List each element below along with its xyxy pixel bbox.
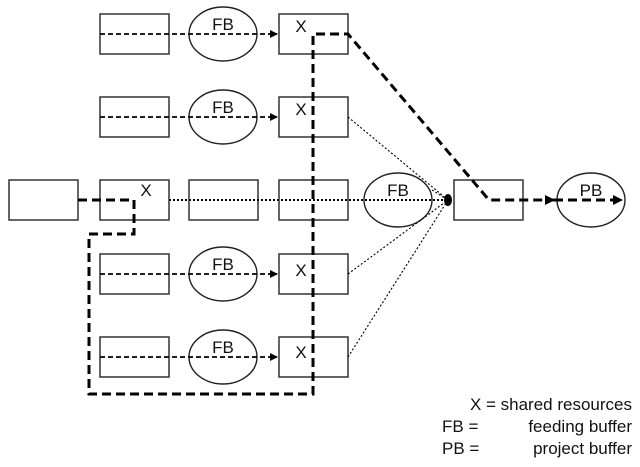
fb-label-r4: FB: [212, 255, 234, 274]
x-label-main: X: [140, 181, 151, 200]
shared-resource-box-r2: [278, 96, 349, 138]
legend-pb-key: PB =: [442, 439, 480, 458]
legend-feeding-buffer: FB = feeding buffer: [442, 416, 632, 438]
fb-label-r5: FB: [212, 338, 234, 357]
fb-label-r2: FB: [212, 98, 234, 117]
legend-fb-key: FB =: [442, 417, 479, 436]
x-label-r4: X: [295, 261, 306, 280]
shared-resource-box-r5: [278, 336, 349, 378]
dotted-link-r4: [347, 199, 449, 275]
x-label-r5: X: [295, 343, 306, 362]
critical-chain-path: [78, 32, 555, 396]
legend-project-buffer: PB = project buffer: [442, 438, 632, 460]
legend: X = shared resources FB = feeding buffer…: [442, 394, 632, 460]
task-box-main-c: [188, 179, 259, 221]
dotted-link-r2: [347, 116, 449, 201]
legend-fb-value: feeding buffer: [528, 417, 632, 436]
legend-pb-value: project buffer: [533, 439, 632, 458]
fb-label-main: FB: [387, 181, 409, 200]
dotted-link-fb: [431, 189, 449, 201]
start-task-box: [8, 179, 79, 221]
x-label-r2: X: [295, 100, 306, 119]
dotted-link-r5: [347, 199, 449, 358]
legend-x-text: X = shared resources: [469, 395, 632, 414]
legend-shared-resources: X = shared resources: [442, 394, 632, 416]
fb-label-r1: FB: [212, 15, 234, 34]
x-label-r1: X: [295, 17, 306, 36]
pb-label: PB: [580, 181, 603, 200]
